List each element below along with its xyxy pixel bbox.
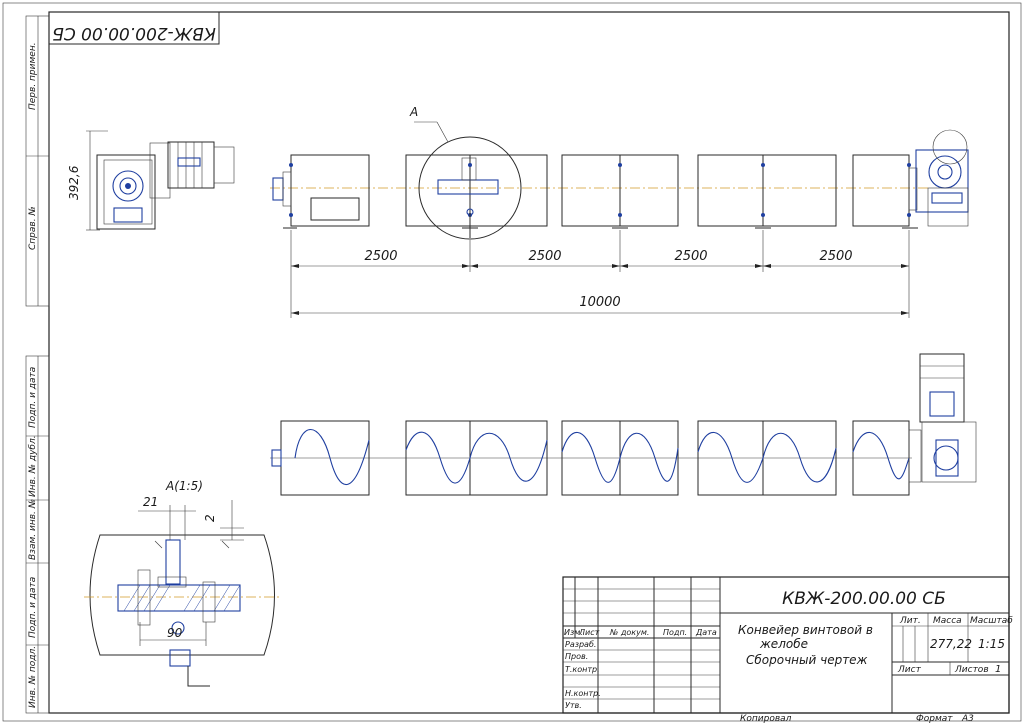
tb-sheets-count: 1 (995, 664, 1001, 675)
side-label-inv-podl: Инв. № подл. (28, 646, 38, 708)
tb-lit: Лит. (899, 616, 921, 626)
tb-row-prov: Пров. (565, 652, 588, 661)
tb-format-label: Формат (916, 714, 953, 724)
dim-section-4: 2500 (819, 249, 852, 264)
title-block: КВЖ-200.00.00 СБ Конвейер винтовой в жел… (562, 576, 1013, 724)
mirrored-drawing-code: КВЖ-200.00.00 СБ (52, 23, 216, 43)
title-block-drawing-code: КВЖ-200.00.00 СБ (782, 589, 946, 609)
detail-ref-a: A (409, 105, 418, 119)
detail-a-view: A(1:5) 21 2 90 (84, 479, 280, 687)
tb-col-list: Лист (578, 628, 600, 637)
tb-kopiroval: Копировал (740, 714, 792, 724)
dim-detail-21: 21 (143, 495, 158, 509)
tb-col-date: Дата (695, 628, 717, 637)
tb-col-sign: Подп. (663, 628, 687, 637)
tb-mass-value: 277,22 (930, 637, 972, 651)
dim-detail-90: 90 (167, 626, 183, 640)
dim-height-end-view: 392,6 (67, 165, 81, 200)
plan-view-screw (270, 353, 977, 496)
tb-listov: Листов (954, 665, 989, 675)
tb-col-izm: Изм. (564, 628, 583, 637)
side-label-podp-data-1: Подп. и дата (28, 367, 38, 428)
side-strip: Перв. примен. Справ. № Подп. и дата Инв.… (25, 15, 50, 714)
mirrored-code-box: КВЖ-200.00.00 СБ (48, 11, 220, 45)
dimension-chain-top: 2500 2500 2500 2500 10000 (290, 230, 910, 318)
dim-detail-2: 2 (203, 514, 217, 522)
side-label-vzam-inv: Взам. инв. № (28, 499, 38, 560)
dim-total-length: 10000 (579, 295, 620, 310)
tb-row-utv: Утв. (565, 701, 582, 710)
side-label-perv-primen: Перв. примен. (28, 42, 38, 110)
tb-row-nkontr: Н.контр. (565, 689, 601, 698)
tb-row-razrab: Разраб. (565, 640, 596, 649)
tb-row-tkontr: Т.контр. (565, 665, 600, 674)
end-view-drive: 392,6 (67, 130, 235, 231)
title-line-2: желобе (759, 637, 808, 651)
tb-massa: Масса (933, 616, 962, 626)
dim-section-2: 2500 (528, 249, 561, 264)
title-line-3: Сборочный чертеж (746, 653, 868, 667)
detail-a-title: A(1:5) (165, 479, 203, 493)
title-line-1: Конвейер винтовой в (738, 623, 873, 637)
tb-col-doc: № докум. (609, 628, 649, 637)
side-label-inv-dubl: Инв. № дубл. (28, 435, 38, 497)
tb-format-value: A3 (961, 714, 974, 724)
tb-scale-value: 1:15 (978, 637, 1005, 651)
tb-list: Лист (897, 665, 922, 675)
tb-masshtab: Масштаб (970, 616, 1013, 626)
front-view-trough: A (270, 105, 969, 240)
side-label-podp-data-2: Подп. и дата (28, 577, 38, 638)
dim-section-3: 2500 (674, 249, 707, 264)
side-label-sprav-no: Справ. № (28, 206, 38, 250)
dim-section-1: 2500 (364, 249, 397, 264)
